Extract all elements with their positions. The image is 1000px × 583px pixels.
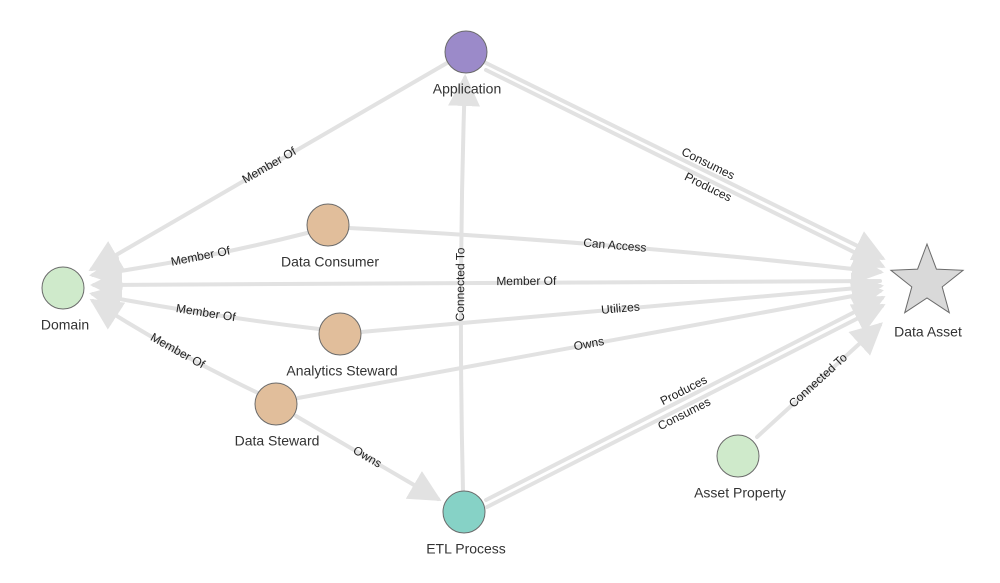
edge-data-asset-to-domain-member-of[interactable] (90, 268, 882, 301)
data-asset-star-icon[interactable] (889, 242, 965, 314)
domain-circle[interactable] (41, 266, 85, 310)
edge-data-steward-to-etl-process-owns[interactable] (294, 414, 442, 502)
edge-label-utilizes: Utilizes (601, 299, 641, 316)
edge-application-to-data-asset-consumes[interactable] (484, 61, 886, 260)
data-steward-circle[interactable] (254, 382, 298, 426)
edge-etl-process-to-data-asset-produces[interactable] (484, 296, 886, 502)
etl-process-label: ETL Process (426, 541, 506, 557)
edge-label-owns: Owns (572, 334, 605, 353)
node-asset-property[interactable]: Asset Property (694, 434, 786, 501)
asset-property-circle[interactable] (716, 434, 760, 478)
edge-etl-process-to-application-connected-to[interactable] (448, 74, 481, 493)
edge-label-owns: Owns (351, 443, 385, 471)
edge-data-consumer-to-data-asset-can-access[interactable] (347, 226, 884, 285)
edge-etl-process-to-data-asset-consumes[interactable] (485, 304, 886, 509)
node-etl-process[interactable]: ETL Process (426, 490, 506, 557)
node-analytics-steward[interactable]: Analytics Steward (286, 312, 398, 379)
edge-label-member-of: Member Of (496, 274, 557, 288)
node-application[interactable]: Application (433, 30, 502, 97)
analytics-steward-label: Analytics Steward (286, 363, 397, 379)
edge-asset-property-to-data-asset-connected-to[interactable] (755, 322, 883, 439)
edge-label-connected-to: Connected To (453, 247, 467, 321)
node-domain[interactable]: Domain (41, 266, 89, 333)
node-data-consumer[interactable]: Data Consumer (281, 203, 379, 270)
edge-application-to-domain-member-of[interactable] (88, 61, 449, 272)
edge-data-steward-to-domain-member-of[interactable] (89, 298, 260, 395)
edge-label-connected-to: Connected To (786, 350, 850, 410)
edge-label-member-of: Member Of (240, 144, 300, 187)
edge-label-member-of: Member Of (175, 301, 237, 324)
data-steward-label: Data Steward (235, 433, 320, 449)
asset-property-label: Asset Property (694, 485, 786, 501)
data-consumer-label: Data Consumer (281, 254, 379, 270)
edge-label-member-of: Member Of (170, 243, 232, 268)
edge-layer (88, 61, 886, 509)
data-asset-label: Data Asset (894, 324, 962, 340)
analytics-steward-circle[interactable] (318, 312, 362, 356)
edge-analytics-steward-to-data-asset-utilizes[interactable] (359, 272, 884, 334)
node-data-steward[interactable]: Data Steward (235, 382, 320, 449)
edge-label-member-of: Member Of (148, 330, 208, 372)
data-consumer-circle[interactable] (306, 203, 350, 247)
domain-label: Domain (41, 317, 89, 333)
edge-application-to-data-asset-produces[interactable] (484, 68, 886, 268)
application-circle[interactable] (444, 30, 488, 74)
edge-label-can-access: Can Access (583, 236, 647, 255)
application-label: Application (433, 81, 502, 97)
etl-process-circle[interactable] (442, 490, 486, 534)
edge-data-steward-to-data-asset-owns[interactable] (296, 280, 884, 400)
node-data-asset[interactable]: Data Asset (889, 242, 965, 340)
